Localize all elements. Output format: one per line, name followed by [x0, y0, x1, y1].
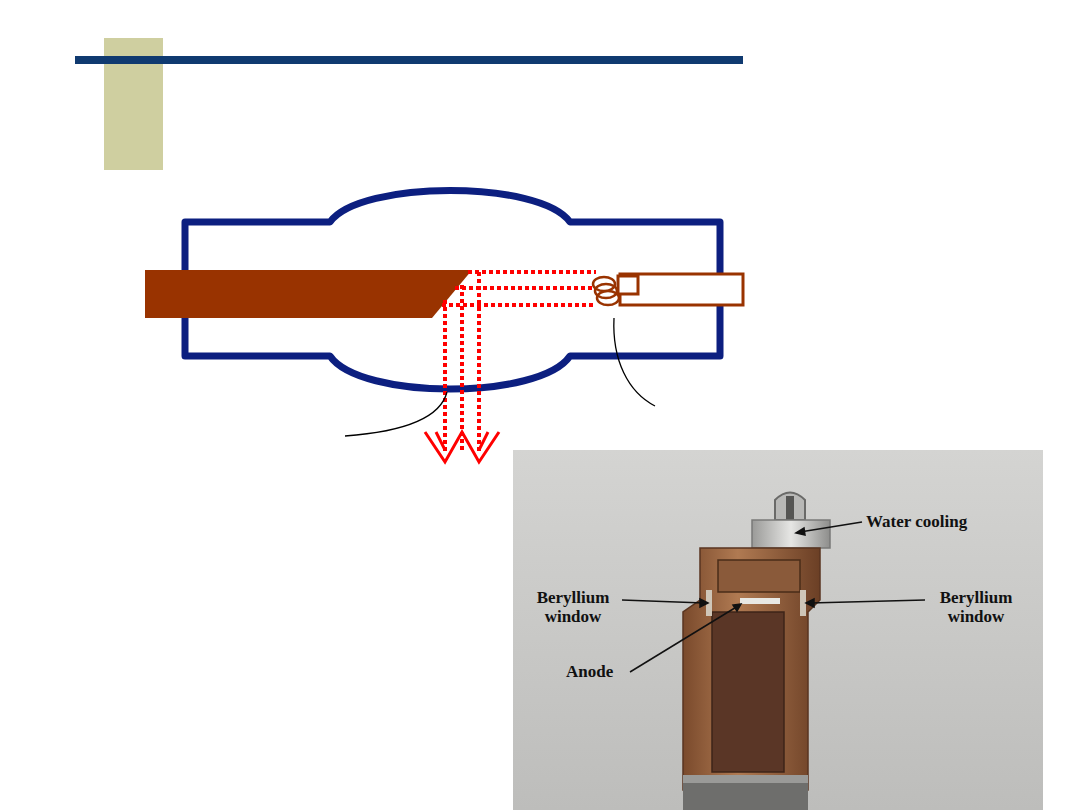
title-rule — [75, 56, 743, 64]
leader-line — [614, 318, 655, 406]
xray-beam — [445, 272, 479, 452]
leader-line — [345, 392, 447, 436]
electron-beam — [442, 272, 596, 305]
part-label: Beryllium window — [527, 588, 619, 626]
tube-photo — [513, 450, 1043, 810]
anode-rod — [145, 270, 472, 318]
part-label: Water cooling — [866, 512, 1016, 531]
pointer-lines — [622, 522, 925, 672]
filament-coil — [593, 277, 619, 305]
part-label: Anode — [566, 662, 628, 681]
cathode-cup — [618, 276, 638, 294]
part-label: Beryllium window — [930, 588, 1022, 626]
xray-arrowheads — [425, 432, 499, 462]
